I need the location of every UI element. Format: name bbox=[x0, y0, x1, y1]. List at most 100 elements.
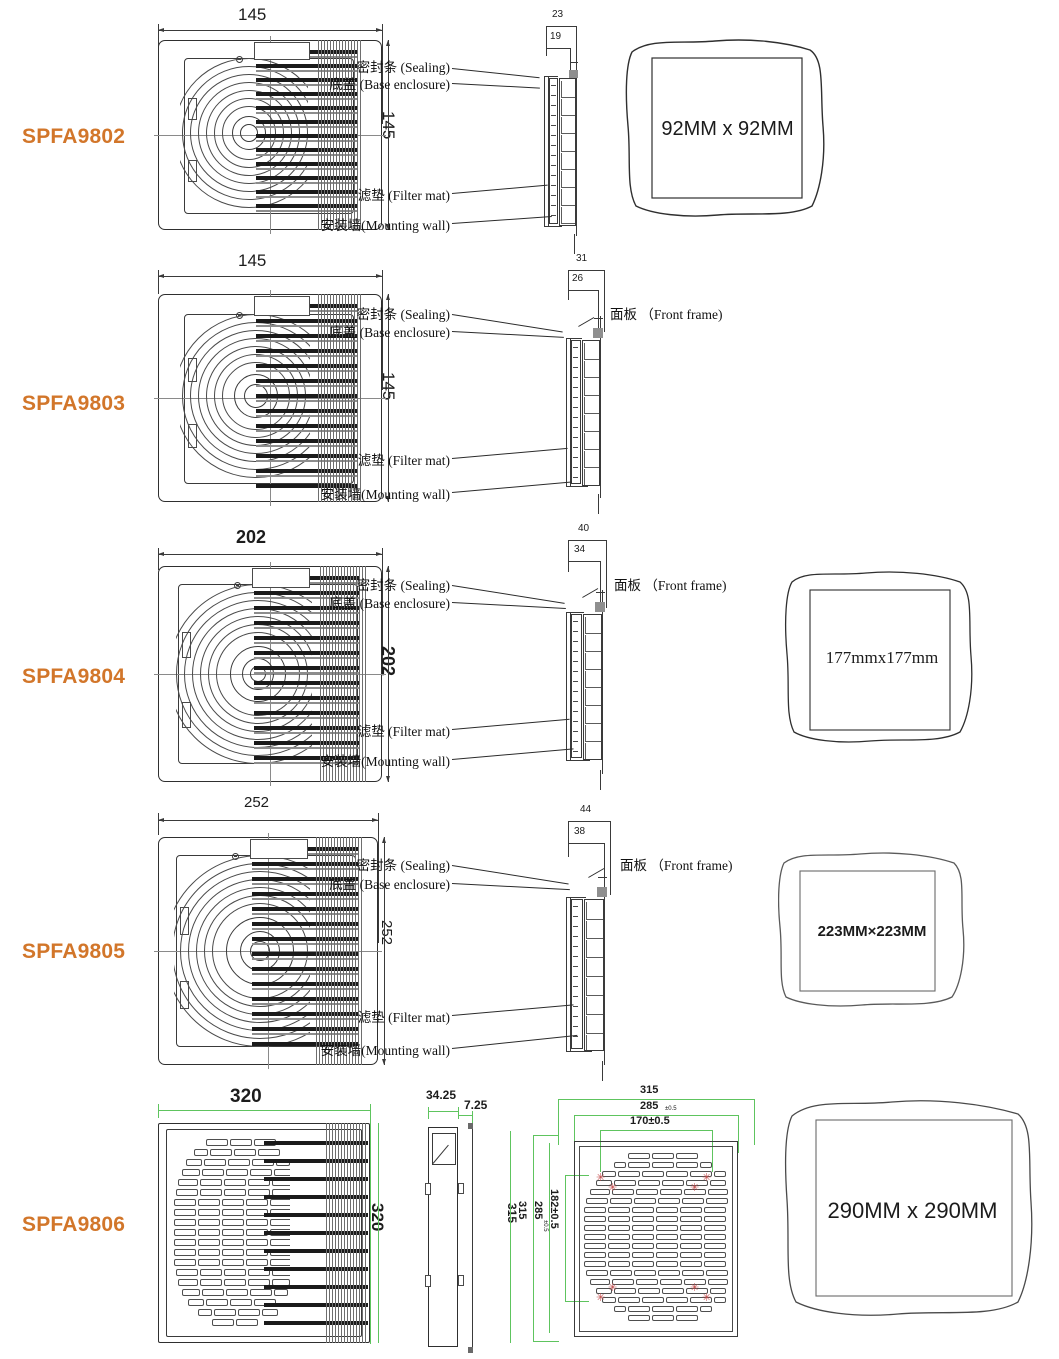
front-view-spfa9802: 145 145 bbox=[150, 6, 400, 246]
section-outer-dim-spfa9805: 44 bbox=[580, 804, 592, 815]
product-row-spfa9806: SPFA9806 320 320 bbox=[0, 1085, 1059, 1359]
callout-front-frame-spfa9805: 面板 （Front frame) bbox=[620, 858, 733, 873]
front-view-spfa9806: 320 320 bbox=[150, 1085, 390, 1359]
product-row-spfa9805: SPFA9805 252 252 bbox=[0, 795, 1059, 1085]
callout-front-frame-spfa9804: 面板 （Front frame) bbox=[614, 578, 727, 593]
plate-width-dim2-spfa9806: 285 bbox=[640, 1100, 659, 1112]
fan-filter-front-spfa9804 bbox=[154, 562, 386, 786]
section-view-spfa9804: 40 34 bbox=[530, 520, 625, 792]
section-profile-spfa9805 bbox=[566, 875, 622, 1083]
cutout-text-spfa9802: 92MM x 92MM bbox=[661, 118, 794, 140]
cutout-text-spfa9805: 223MM×223MM bbox=[817, 923, 927, 940]
callout-base-enclosure-spfa9805: 底盖 (Base enclosure) bbox=[329, 877, 450, 892]
side-view-spfa9806: 34.25 7.25 315 bbox=[412, 1085, 522, 1359]
callout-sealing-spfa9803: 密封条 (Sealing) bbox=[356, 307, 450, 322]
callout-base-enclosure-spfa9803: 底盖 (Base enclosure) bbox=[329, 325, 450, 340]
fan-grille bbox=[180, 54, 308, 216]
front-view-spfa9803: 145 145 bbox=[150, 252, 400, 510]
callout-sealing-spfa9804: 密封条 (Sealing) bbox=[356, 578, 450, 593]
callout-mounting-wall-spfa9804: 安装墙(Mounting wall) bbox=[320, 754, 450, 769]
cutout-spfa9804: 177mmx177mm bbox=[782, 560, 982, 760]
plate-width-dim2-sub-spfa9806: ±0.5 bbox=[665, 1106, 677, 1112]
fixing-point-icon: ✳ bbox=[608, 1282, 618, 1294]
callout-sealing-spfa9802: 密封条 (Sealing) bbox=[356, 60, 450, 75]
callout-filter-mat-spfa9804: 滤垫 (Filter mat) bbox=[357, 724, 450, 739]
louvre-slats bbox=[256, 298, 358, 498]
plate-height-dim-spfa9806: 315 bbox=[516, 1201, 528, 1220]
front-width-dim-spfa9806: 320 bbox=[230, 1086, 262, 1107]
callout-mounting-wall-spfa9803: 安装墙(Mounting wall) bbox=[320, 487, 450, 502]
product-row-spfa9804: SPFA9804 202 202 bbox=[0, 520, 1059, 795]
side-flange-dim-spfa9806: 7.25 bbox=[464, 1098, 488, 1112]
grille-plate-spfa9806: ✳ ✳ ✳ ✳ ✳ ✳ ✳ ✳ bbox=[574, 1141, 738, 1337]
plate-width-dim3-spfa9806: 170±0.5 bbox=[630, 1115, 670, 1127]
fan-filter-front-spfa9802 bbox=[154, 36, 386, 234]
vertical-fins bbox=[318, 40, 362, 230]
fan-filter-front-spfa9803 bbox=[154, 290, 386, 506]
plate-width-dim-spfa9806: 315 bbox=[640, 1084, 659, 1096]
front-width-dim-spfa9802: 145 bbox=[238, 5, 267, 24]
cutout-outline bbox=[784, 571, 973, 743]
section-profile-spfa9802 bbox=[544, 60, 590, 254]
callout-sealing-spfa9805: 密封条 (Sealing) bbox=[356, 858, 450, 873]
cutout-outline bbox=[625, 39, 825, 217]
vertical-fins bbox=[318, 294, 362, 502]
callout-mounting-wall-spfa9805: 安装墙(Mounting wall) bbox=[320, 1043, 450, 1058]
callout-filter-mat-spfa9805: 滤垫 (Filter mat) bbox=[357, 1010, 450, 1025]
section-profile-spfa9804 bbox=[566, 590, 618, 790]
front-view-spfa9804: 202 202 bbox=[150, 528, 400, 790]
section-view-spfa9802: 23 19 bbox=[530, 9, 610, 254]
model-label-spfa9803: SPFA9803 bbox=[22, 392, 126, 415]
section-inner-dim-spfa9803: 26 bbox=[572, 273, 584, 284]
fixing-point-icon: ✳ bbox=[690, 1182, 700, 1194]
model-label-spfa9804: SPFA9804 bbox=[22, 665, 126, 688]
section-outer-dim-spfa9804: 40 bbox=[578, 523, 590, 534]
louvre-slats bbox=[252, 841, 358, 1061]
cutout-text-spfa9806: 290MM x 290MM bbox=[827, 1198, 998, 1223]
cutout-outline bbox=[778, 852, 965, 1007]
vertical-fins bbox=[320, 566, 366, 782]
fixing-point-icon: ✳ bbox=[702, 1292, 712, 1304]
front-view-spfa9805: 252 252 bbox=[150, 795, 400, 1080]
louvre-slats bbox=[254, 570, 360, 778]
callout-base-enclosure-spfa9804: 底盖 (Base enclosure) bbox=[329, 596, 450, 611]
model-label-spfa9806: SPFA9806 bbox=[22, 1213, 126, 1236]
fixing-point-icon: ✳ bbox=[608, 1182, 618, 1194]
fixing-point-icon: ✳ bbox=[596, 1172, 606, 1184]
section-inner-dim-spfa9804: 34 bbox=[574, 544, 586, 555]
side-profile-spfa9806 bbox=[425, 1123, 488, 1353]
product-row-spfa9802: SPFA9802 145 145 bbox=[0, 0, 1059, 254]
slot-pattern bbox=[584, 1151, 728, 1327]
cutout-text-spfa9804: 177mmx177mm bbox=[825, 648, 939, 667]
section-inner-dim-spfa9805: 38 bbox=[574, 826, 586, 837]
plate-view-spfa9806: 315 285 ±0.5 170±0.5 315 285 ±0.5 182±0.… bbox=[516, 1084, 770, 1359]
fan-filter-front-spfa9805 bbox=[154, 833, 382, 1069]
front-width-dim-spfa9803: 145 bbox=[238, 251, 267, 270]
cutout-outline bbox=[784, 1100, 1033, 1316]
section-outer-dim-spfa9802: 23 bbox=[552, 9, 564, 20]
side-depth-dim-spfa9806: 34.25 bbox=[426, 1088, 457, 1102]
vertical-fins bbox=[326, 1123, 366, 1343]
fixing-point-icon: ✳ bbox=[702, 1172, 712, 1184]
section-inner-dim-spfa9802: 19 bbox=[550, 31, 562, 42]
model-label-spfa9805: SPFA9805 bbox=[22, 940, 126, 963]
grille-unit-front-spfa9806: ✳ ✳ ✳ ✳ bbox=[158, 1123, 370, 1343]
section-outer-dim-spfa9803: 31 bbox=[576, 253, 588, 264]
fixing-point-icon: ✳ bbox=[596, 1292, 606, 1304]
front-width-dim-spfa9805: 252 bbox=[244, 794, 270, 811]
callout-filter-mat-spfa9802: 滤垫 (Filter mat) bbox=[357, 188, 450, 203]
product-row-spfa9803: SPFA9803 145 145 bbox=[0, 252, 1059, 520]
cutout-spfa9802: 92MM x 92MM bbox=[620, 30, 835, 225]
cutout-spfa9805: 223MM×223MM bbox=[778, 845, 978, 1020]
section-profile-spfa9803 bbox=[566, 316, 616, 514]
model-label-spfa9802: SPFA9802 bbox=[22, 125, 126, 148]
vertical-fins bbox=[316, 837, 364, 1065]
front-height-dim-spfa9805: 252 bbox=[378, 920, 395, 946]
cutout-spfa9806: 290MM x 290MM bbox=[780, 1090, 1045, 1340]
perforated-grille bbox=[174, 1135, 290, 1331]
louvre-slats bbox=[264, 1127, 368, 1339]
section-view-spfa9805: 44 38 bbox=[530, 795, 630, 1085]
callout-filter-mat-spfa9803: 滤垫 (Filter mat) bbox=[357, 453, 450, 468]
callout-mounting-wall-spfa9802: 安装墙(Mounting wall) bbox=[320, 218, 450, 233]
